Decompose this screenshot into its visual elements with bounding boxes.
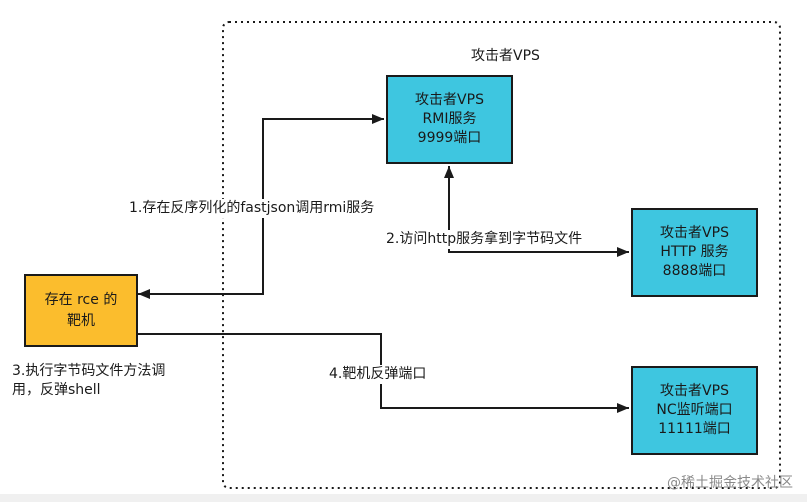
nc-node-line-3: 11111端口 bbox=[658, 421, 731, 437]
watermark: @稀土掘金技术社区 bbox=[667, 475, 793, 491]
target-node-line-2: 靶机 bbox=[67, 312, 95, 329]
edge-rmi-to-http-arrow-up bbox=[444, 166, 454, 178]
edge-rmi-to-http bbox=[448, 166, 629, 253]
nc-node-line-1: 攻击者VPS bbox=[660, 383, 729, 399]
http-service-node: 攻击者VPS HTTP 服务 8888端口 bbox=[631, 208, 758, 297]
http-node-line-2: HTTP 服务 bbox=[660, 244, 729, 260]
target-node-line-1: 存在 rce 的 bbox=[44, 291, 118, 308]
http-node-line-1: 攻击者VPS bbox=[660, 225, 729, 241]
edge-label-step4: 4.靶机反弹端口 bbox=[327, 365, 429, 384]
rmi-node-line-1: 攻击者VPS bbox=[415, 92, 484, 108]
edge-label-step1: 1.存在反序列化的fastjson调用rmi服务 bbox=[127, 199, 377, 218]
nc-node-line-2: NC监听端口 bbox=[656, 402, 733, 418]
rmi-service-node: 攻击者VPS RMI服务 9999端口 bbox=[386, 75, 513, 164]
target-host-node: 存在 rce 的 靶机 bbox=[24, 274, 138, 347]
edge-target-to-rmi-arrow-right bbox=[372, 114, 384, 124]
edge-label-step3: 3.执行字节码文件方法调用，反弹shell bbox=[12, 363, 166, 398]
http-node-line-3: 8888端口 bbox=[662, 263, 727, 279]
attacker-vps-group-boundary bbox=[222, 21, 781, 489]
edge-target-to-nc-arrow bbox=[617, 403, 629, 413]
edge-target-to-rmi-arrow-left bbox=[138, 289, 150, 299]
edge-label-step2: 2.访问http服务拿到字节码文件 bbox=[384, 230, 585, 249]
bottom-strip bbox=[0, 494, 807, 502]
edge-rmi-to-http-arrow-right bbox=[617, 247, 629, 257]
attacker-vps-group-title: 攻击者VPS bbox=[471, 48, 540, 64]
nc-listener-node: 攻击者VPS NC监听端口 11111端口 bbox=[631, 366, 758, 455]
rmi-node-line-3: 9999端口 bbox=[417, 130, 482, 146]
rmi-node-line-2: RMI服务 bbox=[422, 111, 477, 127]
